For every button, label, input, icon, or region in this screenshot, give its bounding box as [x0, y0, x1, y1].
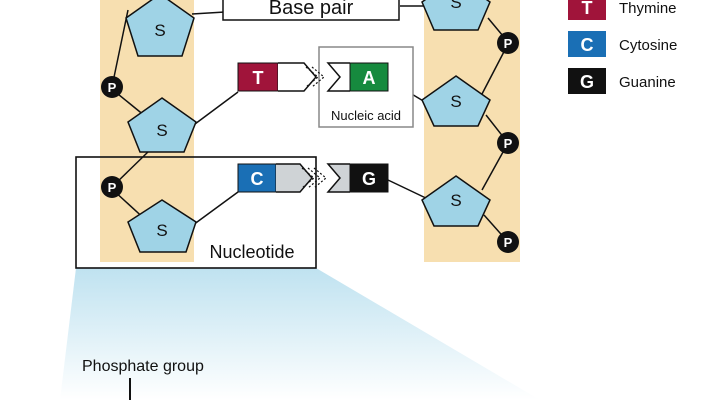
svg-text:P: P: [504, 136, 513, 151]
svg-text:Base pair: Base pair: [269, 0, 354, 19]
legend-thymine: T Thymine: [568, 0, 677, 20]
sugar-left-2: S: [127, 97, 197, 153]
sugar-right-3: S: [421, 175, 491, 227]
phosphate-right-3: P: [497, 231, 519, 253]
svg-text:P: P: [108, 180, 117, 195]
phosphate-left-2: P: [101, 176, 123, 198]
phosphate-left-1: P: [101, 76, 123, 98]
sugar-label: S: [450, 92, 461, 111]
sugar-label: S: [156, 121, 167, 140]
nucleic-acid-label: Nucleic acid: [331, 108, 401, 123]
zoom-projection: [60, 268, 540, 400]
hydrogen-bonds-cg: [301, 167, 327, 189]
nucleotide-box: [75, 156, 317, 269]
svg-text:Cytosine: Cytosine: [619, 37, 677, 54]
sugar-left-1: S: [125, 0, 195, 57]
svg-text:T: T: [582, 0, 593, 18]
guanine-connector: [326, 163, 350, 193]
adenine-connector: [326, 62, 350, 92]
sugar-right-2: S: [421, 75, 491, 127]
sugar-left-3: S: [127, 199, 197, 253]
svg-text:Guanine: Guanine: [619, 74, 676, 91]
phosphate-right-1: P: [497, 32, 519, 54]
base-adenine: A: [349, 62, 389, 92]
svg-text:P: P: [108, 80, 117, 95]
legend-cytosine: C Cytosine: [568, 31, 677, 57]
legend-guanine: G Guanine: [568, 68, 676, 94]
phosphate-group-label: Phosphate group: [82, 358, 204, 375]
sugar-label: S: [450, 0, 461, 12]
hydrogen-bonds-ta: [305, 66, 325, 88]
svg-text:G: G: [580, 72, 594, 92]
sugar-label: S: [450, 191, 461, 210]
svg-text:P: P: [504, 36, 513, 51]
sugar-right-1: S: [421, 0, 491, 31]
base-pair-label: Base pair: [222, 0, 400, 21]
sugar-label: S: [154, 21, 165, 40]
legend: T Thymine C Cytosine G Guanine: [568, 0, 677, 94]
nucleotide-label: Nucleotide: [209, 242, 294, 262]
cytosine-connector: [276, 163, 313, 193]
base-thymine: T: [237, 62, 279, 92]
base-guanine: G: [349, 163, 389, 193]
svg-text:C: C: [581, 35, 594, 55]
svg-text:C: C: [251, 169, 264, 189]
thymine-connector: [278, 62, 317, 92]
phosphate-right-2: P: [497, 132, 519, 154]
svg-text:P: P: [504, 235, 513, 250]
svg-text:Thymine: Thymine: [619, 0, 677, 17]
base-cytosine: C: [237, 163, 277, 193]
sugar-label: S: [156, 221, 167, 240]
svg-text:G: G: [362, 169, 376, 189]
svg-text:T: T: [253, 68, 264, 88]
svg-text:A: A: [363, 68, 376, 88]
